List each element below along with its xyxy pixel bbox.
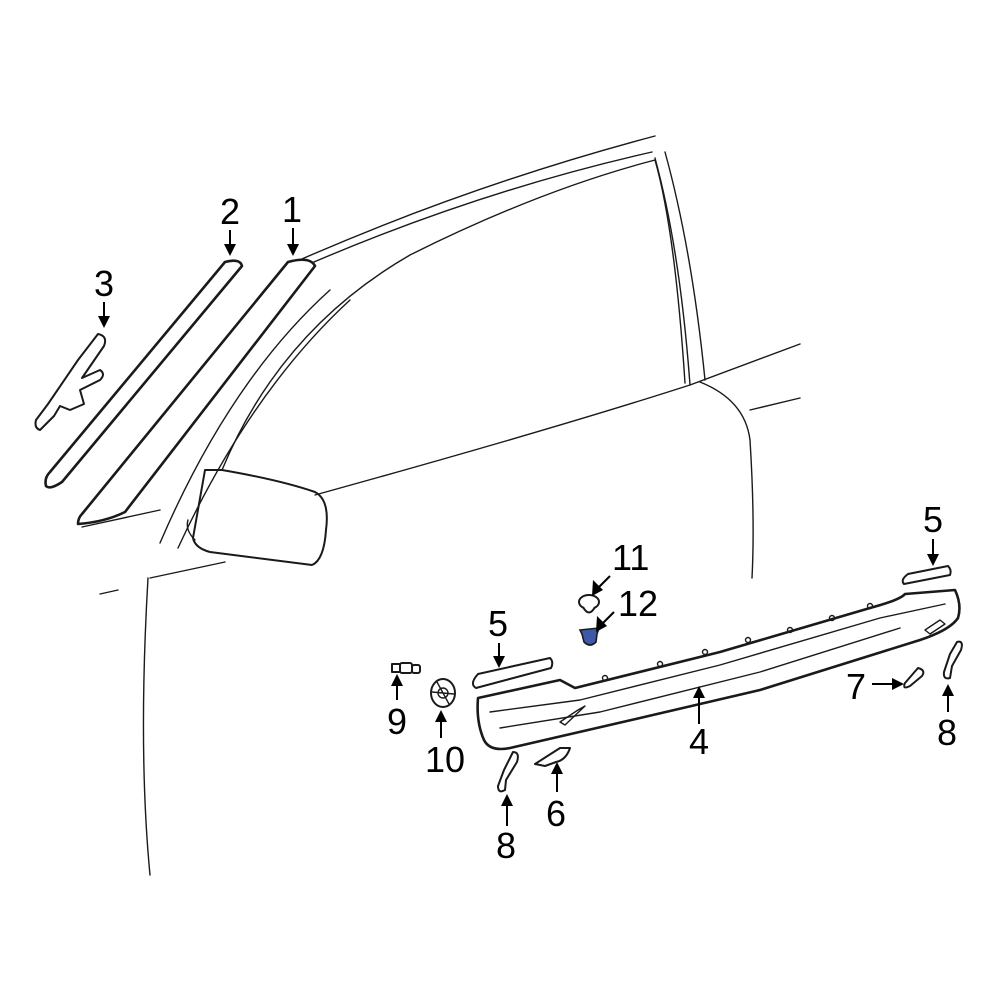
part-3-retainer[interactable] [34, 333, 107, 431]
part-9-screw[interactable] [391, 662, 421, 674]
callout-5-front: 5 [488, 603, 508, 644]
part-6-clip[interactable] [534, 747, 571, 767]
leader-arrows [98, 228, 954, 826]
callout-labels: 1 2 3 4 5 5 6 7 8 8 9 10 11 12 [94, 189, 957, 866]
part-10-nut[interactable] [430, 678, 456, 708]
part-2-pillar-trim[interactable] [44, 259, 244, 489]
part-8-retainer-front[interactable] [497, 751, 519, 793]
callout-8-rear: 8 [937, 712, 957, 753]
callout-7: 7 [846, 666, 866, 707]
part-8-retainer-rear[interactable] [942, 640, 963, 680]
callout-3: 3 [94, 263, 114, 304]
callout-8-front: 8 [496, 825, 516, 866]
callout-9: 9 [387, 701, 407, 742]
side-mirror [192, 469, 328, 566]
callout-1: 1 [282, 189, 302, 230]
part-5-pad-front[interactable] [472, 657, 554, 689]
part-7-bracket[interactable] [903, 667, 925, 689]
part-11-clip[interactable] [578, 594, 600, 614]
part-5-pad-rear[interactable] [901, 565, 952, 585]
callout-2: 2 [220, 191, 240, 232]
callout-12: 12 [618, 583, 658, 624]
callout-4: 4 [689, 721, 709, 762]
callout-6: 6 [546, 793, 566, 834]
callout-11: 11 [612, 537, 649, 578]
callout-10: 10 [425, 739, 465, 780]
callout-5-rear: 5 [923, 499, 943, 540]
part-1-pillar-molding[interactable] [76, 258, 317, 526]
part-4-rocker-panel[interactable] [476, 588, 961, 751]
part-12-clip-highlighted[interactable] [578, 627, 601, 646]
vehicle-body-outline [81, 135, 801, 876]
